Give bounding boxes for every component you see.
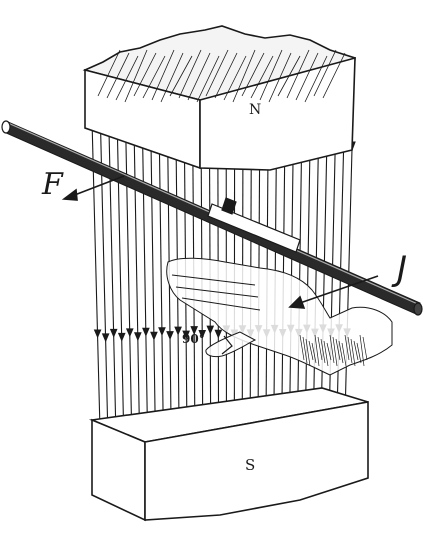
hatch-stroke <box>142 55 166 99</box>
hatch-stroke <box>241 52 265 97</box>
shade-stroke <box>353 340 359 361</box>
shade-stroke <box>332 336 338 367</box>
field-arrowhead <box>206 325 215 335</box>
shade-stroke <box>305 338 311 367</box>
force-label: F <box>42 167 63 202</box>
hatch-stroke <box>250 55 274 99</box>
field-arrowhead <box>174 326 182 336</box>
right-angle-mark <box>221 335 233 355</box>
field-arrowhead <box>166 331 174 341</box>
field-arrowhead <box>109 328 118 338</box>
field-arrowhead <box>198 330 207 339</box>
north-magnet-pole <box>82 25 356 171</box>
force-arrow <box>61 175 125 201</box>
hatch-stroke <box>304 55 328 103</box>
field-line <box>124 122 133 428</box>
angle-label: 90° <box>182 332 205 346</box>
shade-stroke <box>317 336 323 361</box>
field-line <box>150 124 156 432</box>
shade-stroke <box>344 334 350 361</box>
field-arrowhead <box>150 331 158 341</box>
field-line <box>116 121 125 435</box>
rod-clip <box>207 197 301 253</box>
field-arrowhead <box>134 332 142 342</box>
field-line <box>158 124 164 425</box>
hatch-stroke <box>214 52 238 99</box>
hatch-stroke <box>97 49 121 97</box>
hatch-stroke <box>232 49 256 103</box>
hatch-stroke <box>178 49 202 99</box>
current-arrow <box>288 275 379 309</box>
south-magnet-pole <box>88 387 369 522</box>
hatch-stroke <box>322 52 346 99</box>
hatch-stroke <box>151 49 175 101</box>
hatch-stroke <box>187 52 211 101</box>
shade-stroke <box>320 338 326 364</box>
field-line <box>304 142 311 414</box>
hatch-stroke <box>196 55 220 103</box>
hatch-stroke <box>133 52 157 97</box>
field-arrowhead <box>93 329 102 339</box>
shade-stroke <box>341 342 347 367</box>
shade-stroke <box>302 336 308 364</box>
hatch-stroke <box>295 52 319 101</box>
field-arrowhead <box>182 330 190 340</box>
south-pole-label: S <box>245 456 256 474</box>
field-arrowhead <box>101 333 110 343</box>
field-line <box>141 123 148 427</box>
shade-stroke <box>338 340 344 364</box>
shade-stroke <box>347 336 353 364</box>
shade-stroke <box>329 334 335 364</box>
hatch-stroke <box>223 55 247 101</box>
field-line <box>312 144 320 419</box>
field-arrowhead <box>214 329 223 339</box>
hatch-stroke <box>169 55 193 97</box>
hatch-stroke <box>106 52 130 99</box>
field-line <box>328 146 336 418</box>
hatch-stroke <box>313 49 337 97</box>
hatch-stroke <box>115 55 139 101</box>
shade-stroke <box>323 340 329 367</box>
shade-stroke <box>314 334 320 367</box>
field-arrowhead <box>158 327 166 337</box>
shade-stroke <box>350 338 356 367</box>
shade-stroke <box>326 342 332 361</box>
field-arrowhead <box>190 326 199 336</box>
hand-shading <box>299 334 368 367</box>
shade-stroke <box>362 336 368 361</box>
north-pole-label: N <box>249 102 262 118</box>
shade-stroke <box>359 334 365 367</box>
shade-stroke <box>299 334 305 361</box>
field-line <box>133 122 141 433</box>
hatch-stroke <box>259 49 283 101</box>
hatch-stroke <box>124 49 148 103</box>
field-arrowhead <box>117 332 126 342</box>
current-label: J <box>397 249 408 289</box>
shade-stroke <box>308 340 314 361</box>
shade-stroke <box>311 342 317 364</box>
shade-stroke <box>335 338 341 361</box>
hatch-stroke <box>277 55 301 97</box>
field-arrowhead <box>142 327 150 337</box>
hatch-stroke <box>160 52 184 103</box>
hatch-stroke <box>205 49 229 97</box>
shade-stroke <box>356 342 362 364</box>
hatch-stroke <box>286 49 310 99</box>
field-arrowhead <box>125 328 134 338</box>
north-magnet-hatching <box>97 49 346 103</box>
hatch-stroke <box>268 52 292 103</box>
